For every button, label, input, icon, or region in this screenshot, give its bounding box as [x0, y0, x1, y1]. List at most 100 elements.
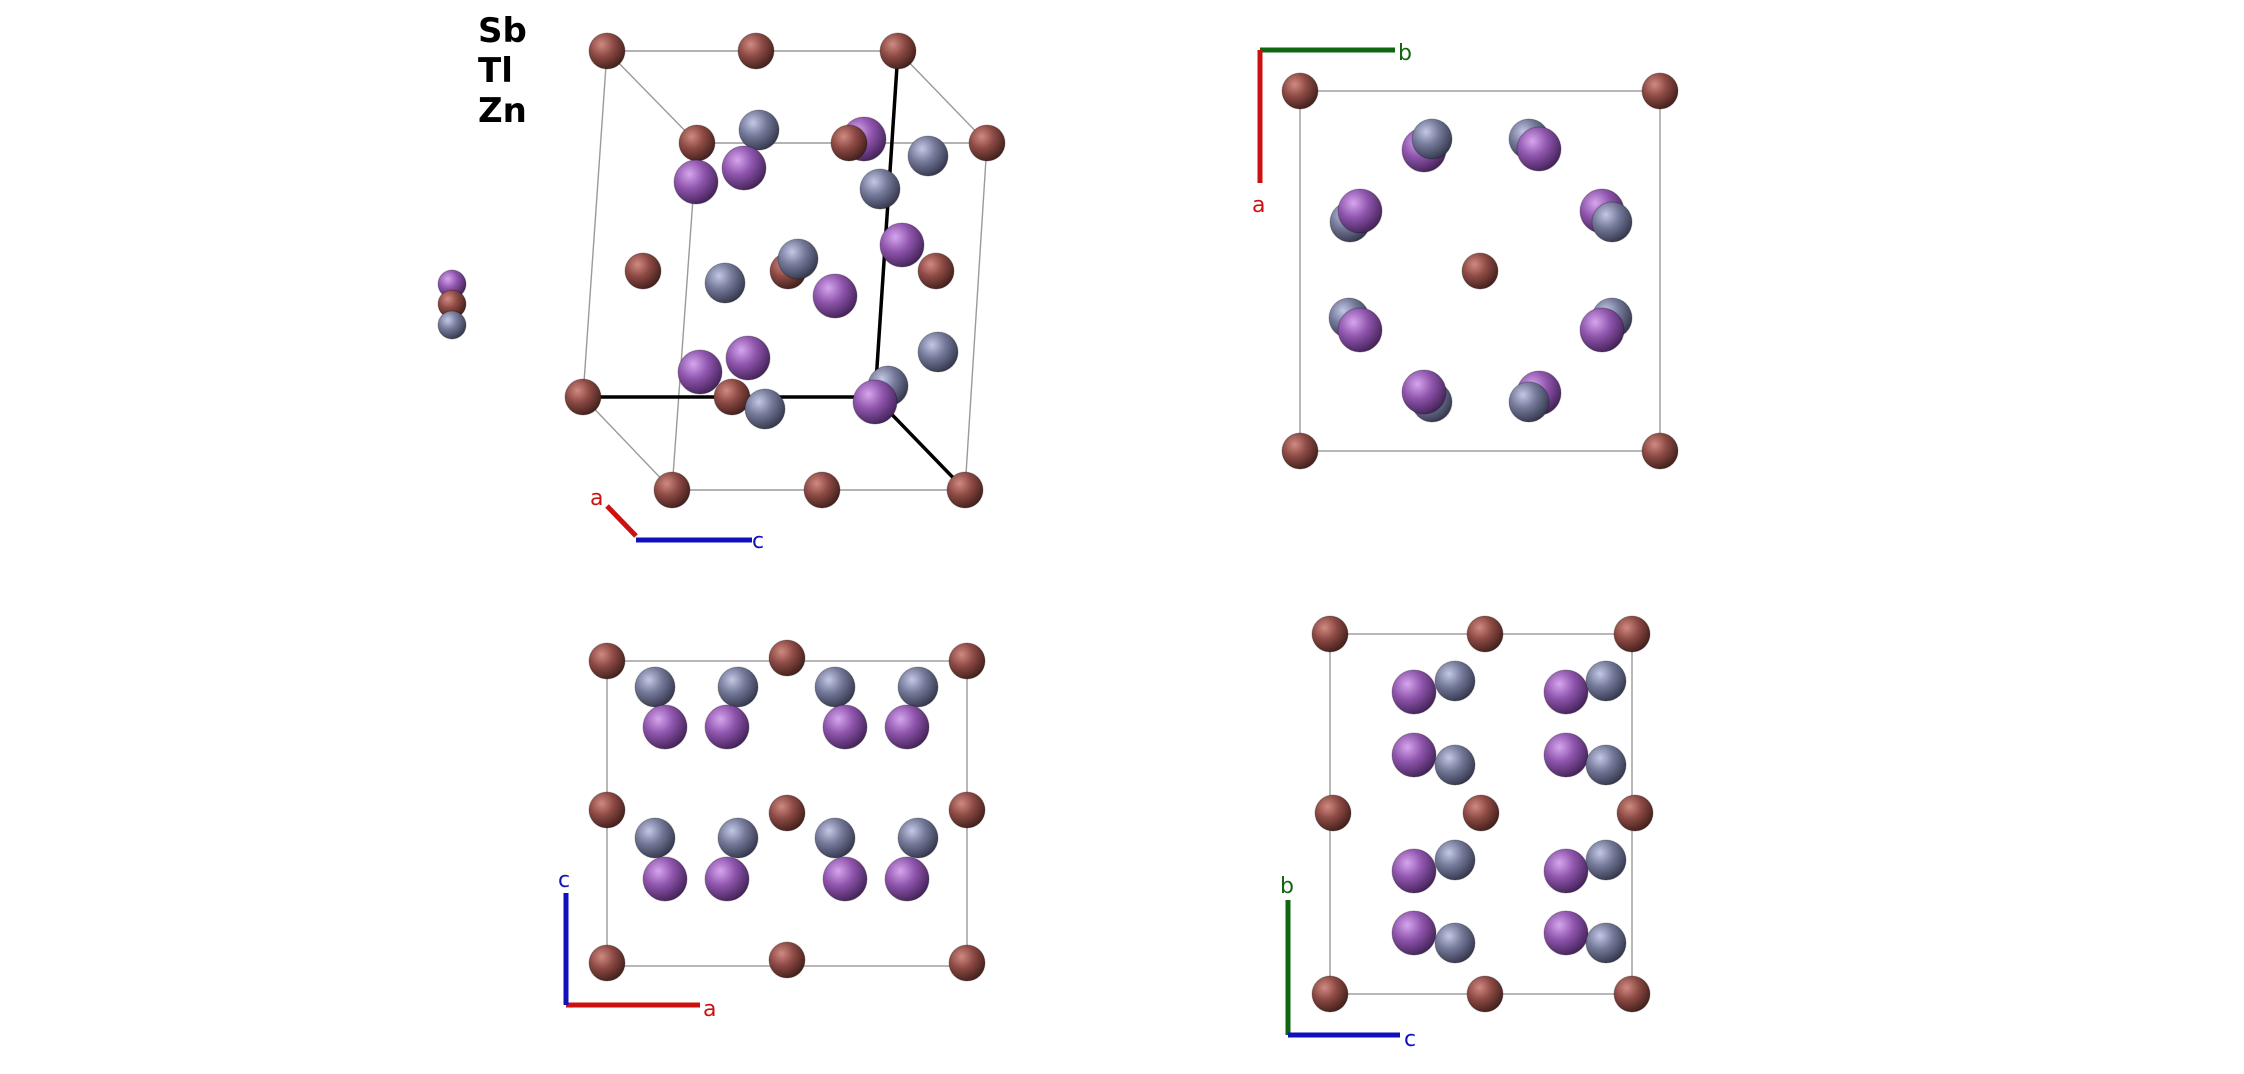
tl-atom [884, 704, 930, 750]
sb-atom [1314, 794, 1352, 832]
sb-atom [830, 124, 868, 162]
sb-atom [879, 32, 917, 70]
tl-atom [1401, 369, 1447, 415]
axis-triad-along-a: b c [1280, 874, 1416, 1052]
atoms-along-c [1281, 72, 1679, 470]
zn-atom [1585, 922, 1627, 964]
sb-atom [624, 252, 662, 290]
axis-c-label: c [1404, 1027, 1416, 1052]
tl-atom [822, 856, 868, 902]
tl-atom [812, 273, 858, 319]
zn-atom [907, 135, 949, 177]
view-along-c-panel: b a [1252, 41, 1679, 470]
sb-atom [1462, 794, 1500, 832]
sb-atom [588, 32, 626, 70]
tl-atom [725, 335, 771, 381]
sb-atom [1616, 794, 1654, 832]
sb-atom [917, 252, 955, 290]
tl-atom [1391, 732, 1437, 778]
tl-atom [1337, 307, 1383, 353]
zn-atom [437, 310, 467, 340]
view-along-a-panel: b c [1280, 615, 1654, 1052]
sb-atom [1613, 615, 1651, 653]
zn-atom [1434, 839, 1476, 881]
sb-atom [737, 32, 775, 70]
axis-a-label: a [703, 997, 716, 1022]
axis-a-line [605, 504, 638, 538]
axis-triad-perspective: a c [590, 486, 764, 554]
sb-atom [948, 642, 986, 680]
sb-atom [678, 124, 716, 162]
atoms-along-a [1311, 615, 1654, 1013]
zn-atom [704, 262, 746, 304]
unit-cell-frame [582, 50, 989, 492]
axis-triad-along-c: b a [1252, 41, 1412, 218]
view-along-b-panel: c a [558, 639, 986, 1022]
zn-atom [634, 817, 676, 859]
tl-atom [1579, 307, 1625, 353]
zn-atom [1585, 660, 1627, 702]
sb-atom [948, 791, 986, 829]
legend-label-zn: Zn [478, 91, 527, 131]
tl-atom [884, 856, 930, 902]
zn-atom [1434, 744, 1476, 786]
tl-atom [879, 222, 925, 268]
tl-atom [1337, 188, 1383, 234]
tl-atom [704, 856, 750, 902]
sb-atom [1311, 615, 1349, 653]
sb-atom [1641, 432, 1679, 470]
legend-label-sb: Sb [478, 11, 527, 51]
sb-atom [1281, 72, 1319, 110]
tl-atom [677, 349, 723, 395]
tl-atom [1543, 848, 1589, 894]
axis-c-label: c [558, 868, 570, 893]
zn-atom [917, 331, 959, 373]
axis-a-label: a [1252, 193, 1265, 218]
zn-atom [859, 168, 901, 210]
tl-atom [1391, 848, 1437, 894]
zn-atom [1585, 839, 1627, 881]
tl-atom [852, 379, 898, 425]
sb-atom [1311, 975, 1349, 1013]
sb-atom [768, 941, 806, 979]
sb-atom [1281, 432, 1319, 470]
axis-b-label: b [1280, 874, 1294, 899]
zn-atom [717, 666, 759, 708]
sb-atom [588, 944, 626, 982]
sb-atom [1461, 252, 1499, 290]
tl-atom [642, 704, 688, 750]
cell-edge [582, 50, 608, 398]
zn-atom [897, 817, 939, 859]
zn-atom [814, 666, 856, 708]
cell-back-face [606, 50, 989, 144]
zn-atom [1434, 660, 1476, 702]
legend-label-tl: Tl [478, 51, 513, 91]
sb-atom [948, 944, 986, 982]
tl-atom [1391, 669, 1437, 715]
tl-atom [642, 856, 688, 902]
sb-atom [653, 471, 691, 509]
zn-atom [777, 238, 819, 280]
zn-atom [1508, 381, 1550, 423]
perspective-view-panel: a c [564, 32, 1006, 554]
zn-atom [634, 666, 676, 708]
zn-atom [717, 817, 759, 859]
tl-atom [822, 704, 868, 750]
sb-atom [1466, 615, 1504, 653]
sb-atom [588, 642, 626, 680]
axis-a-label: a [590, 486, 603, 511]
zn-atom [744, 388, 786, 430]
sb-atom [803, 471, 841, 509]
sb-atom [768, 639, 806, 677]
atoms-along-b [588, 639, 986, 982]
sb-atom [1466, 975, 1504, 1013]
tl-atom [721, 145, 767, 191]
tl-atom [673, 159, 719, 205]
sb-atom [588, 791, 626, 829]
cell-edges-front [582, 142, 988, 491]
sb-atom [968, 124, 1006, 162]
zn-atom [1591, 201, 1633, 243]
zn-atom [1411, 118, 1453, 160]
tl-atom [1543, 732, 1589, 778]
